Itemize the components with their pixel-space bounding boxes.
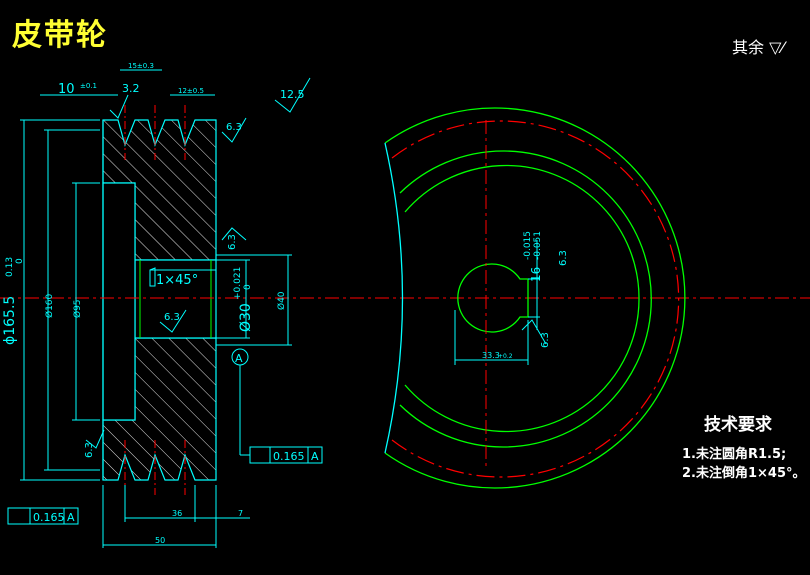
rough-63-c: 6.3 bbox=[164, 312, 180, 323]
dim-bore: Ø30 bbox=[238, 303, 254, 332]
dimension-texts: ϕ165.5 0.13 0 Ø160 Ø95 Ø30 +0.021 0 Ø40 … bbox=[2, 62, 319, 545]
groove-root bbox=[399, 150, 652, 448]
rough-63-b: 6.3 bbox=[227, 234, 238, 250]
dim-bore-tol-up: +0.021 bbox=[233, 267, 243, 300]
roughness-symbol-icon: ▽⁄ bbox=[764, 38, 785, 57]
dimension-lines bbox=[7, 69, 547, 548]
key-depth: 33.3 bbox=[482, 351, 500, 360]
surface-roughness-note: 其余 ▽⁄ bbox=[732, 34, 784, 58]
runout-datum-1: A bbox=[67, 511, 75, 524]
dim-w12: 12±0.5 bbox=[178, 87, 204, 95]
datum-marker: A bbox=[235, 352, 243, 365]
rough-125: 12.5 bbox=[280, 88, 305, 101]
technical-requirements: 技术要求 1.未注圆角R1.5; 2.未注倒角1×45°。 bbox=[682, 410, 806, 483]
dim-w10: 10 bbox=[58, 82, 75, 97]
bore-region bbox=[134, 259, 217, 339]
key-depth-tol: +0.2 bbox=[498, 353, 513, 360]
dim-w36: 36 bbox=[172, 509, 182, 518]
dim-40: Ø40 bbox=[276, 291, 287, 310]
section-view bbox=[0, 105, 810, 495]
tech-item-2: 2.未注倒角1×45°。 bbox=[682, 466, 806, 481]
dim-w50: 50 bbox=[155, 536, 165, 545]
dim-w15: 15±0.3 bbox=[128, 62, 154, 70]
key-width-tol-up: -0.015 bbox=[523, 231, 533, 260]
runout-val-2: 0.165 bbox=[273, 450, 305, 463]
rough-63-f: 6.3 bbox=[540, 332, 551, 348]
rough-63-a: 6.3 bbox=[226, 122, 242, 133]
break-line bbox=[384, 142, 404, 454]
tech-heading: 技术要求 bbox=[704, 415, 772, 435]
rough-63-d: 6.3 bbox=[84, 442, 95, 458]
dim-outer-tol-up: 0.13 bbox=[5, 257, 15, 277]
rough-63-e: 6.3 bbox=[558, 250, 569, 266]
key-width-tol-lo: -0.051 bbox=[533, 231, 543, 260]
hub-outer bbox=[404, 164, 640, 433]
dim-95: Ø95 bbox=[72, 299, 83, 318]
rough-32: 3.2 bbox=[122, 82, 140, 95]
dim-bore-tol-lo: 0 bbox=[243, 284, 253, 290]
runout-datum-2: A bbox=[311, 450, 319, 463]
dim-outer-tol-lo: 0 bbox=[15, 258, 25, 264]
key-width: 16 bbox=[529, 267, 543, 282]
dim-w7: 7 bbox=[238, 509, 243, 518]
drawing-title: 皮带轮 bbox=[12, 18, 108, 53]
runout-val-1: 0.165 bbox=[33, 511, 65, 524]
dim-160: Ø160 bbox=[44, 293, 55, 318]
web-recess bbox=[102, 182, 136, 421]
bore-keyway bbox=[457, 263, 529, 333]
surface-note-text: 其余 bbox=[732, 38, 765, 57]
dim-chamfer: 1×45° bbox=[156, 273, 198, 288]
dim-w10-tol: ±0.1 bbox=[80, 82, 97, 90]
side-view: 16 -0.015 -0.051 33.3 +0.2 6.3 6.3 bbox=[384, 107, 686, 489]
pitch-circle bbox=[391, 120, 680, 478]
tech-item-1: 1.未注圆角R1.5; bbox=[682, 447, 787, 462]
dim-outer: ϕ165.5 bbox=[2, 296, 18, 345]
outer-rim bbox=[384, 107, 686, 489]
